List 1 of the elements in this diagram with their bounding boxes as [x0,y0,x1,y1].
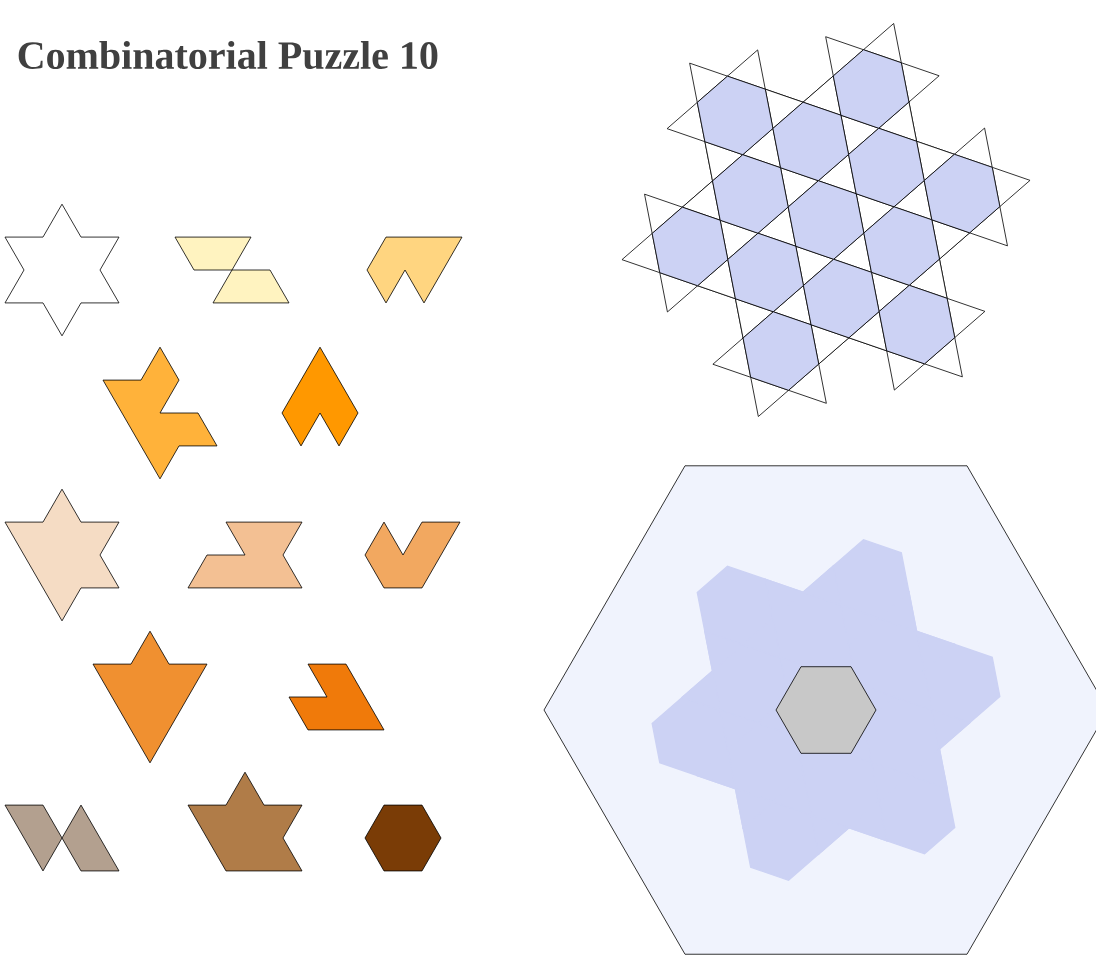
title: Combinatorial Puzzle 10 [18,40,438,70]
